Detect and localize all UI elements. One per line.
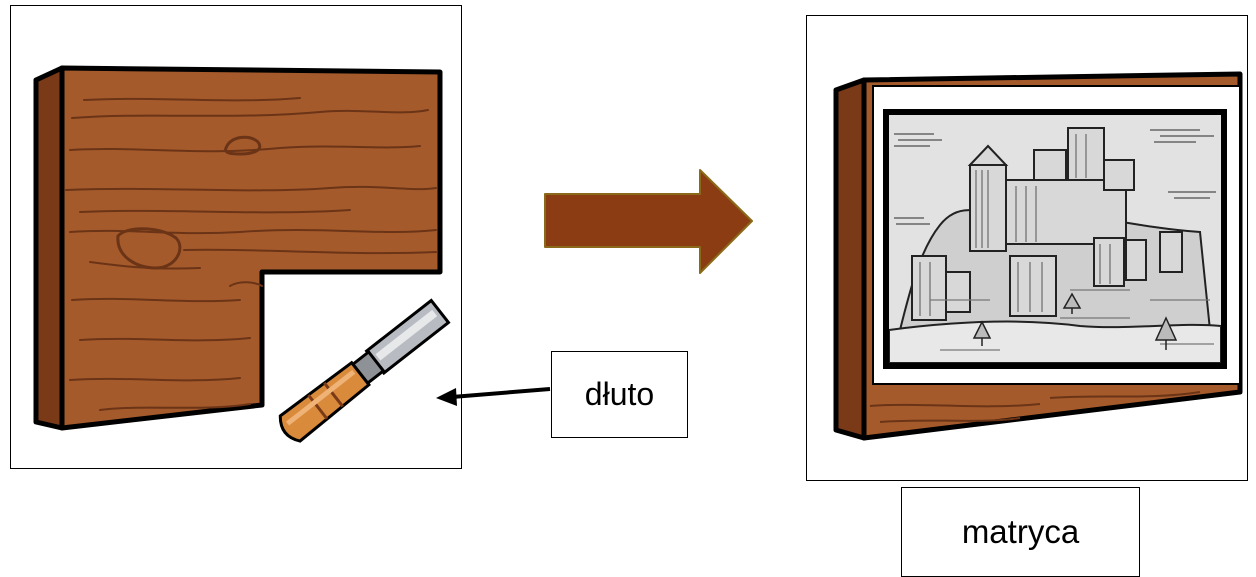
castle-engraving-image bbox=[883, 109, 1227, 369]
matrix-label-text: matryca bbox=[961, 513, 1080, 550]
chisel-label-text: dłuto bbox=[584, 376, 655, 412]
wood-block-icon bbox=[33, 65, 443, 431]
chisel-icon bbox=[278, 298, 451, 443]
right-arrow-icon bbox=[544, 169, 753, 274]
chisel-label: dłuto bbox=[551, 351, 688, 438]
matrix-label: matryca bbox=[901, 487, 1140, 577]
chisel-pointer-arrow-icon bbox=[436, 387, 551, 406]
